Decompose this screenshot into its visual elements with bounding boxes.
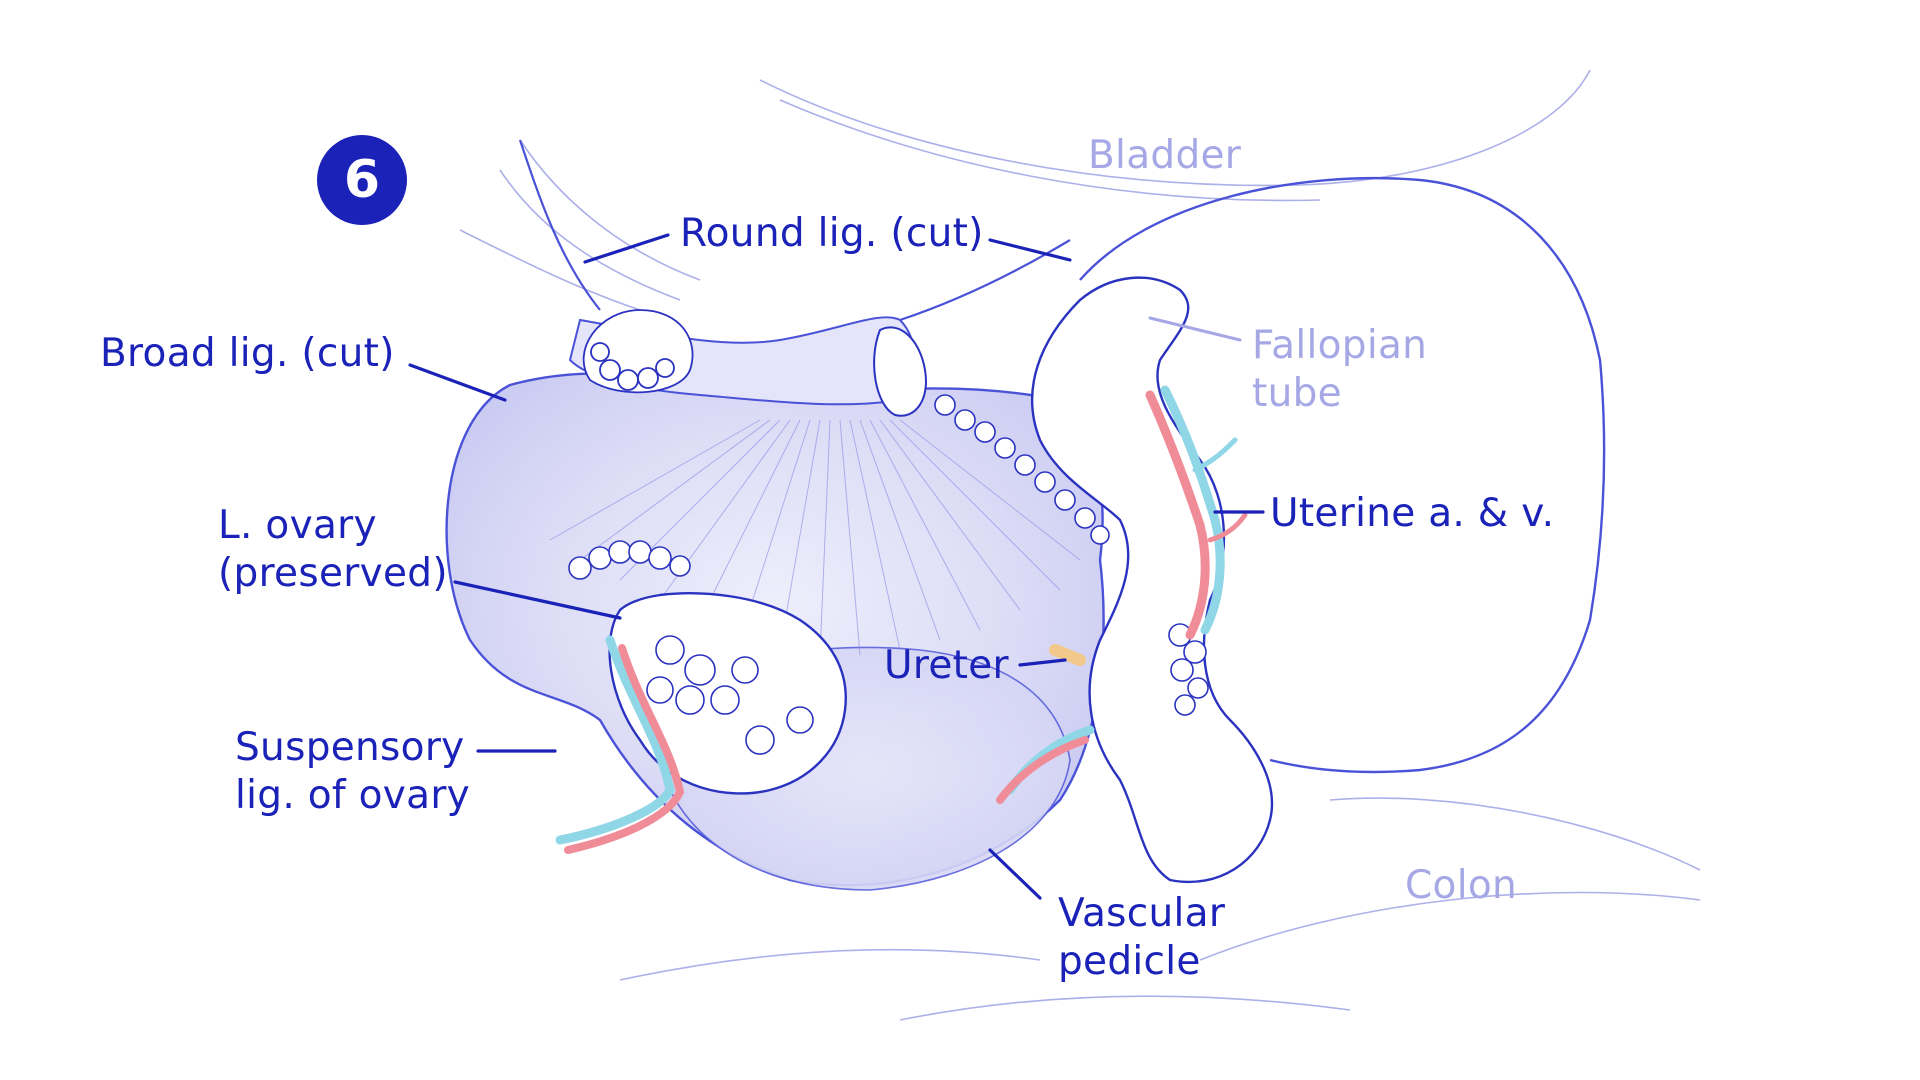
label-round-ligament: Round lig. (cut) <box>680 211 984 256</box>
round-ligament <box>518 139 1071 322</box>
suspensory-vessels <box>555 635 685 854</box>
label-fallopian-line2: tube <box>1252 371 1342 416</box>
ligament-striations <box>549 419 1081 656</box>
label-ureter: Ureter <box>884 643 1009 688</box>
background-folds <box>459 69 1701 1021</box>
ovary-crown <box>568 540 691 580</box>
step-number-badge: 6 <box>317 135 407 225</box>
cut-edge-bumps <box>934 394 1110 545</box>
label-fallopian-line1: Fallopian <box>1252 323 1428 368</box>
label-bladder: Bladder <box>1088 133 1242 178</box>
left-ovary <box>608 592 847 795</box>
label-broad-ligament: Broad lig. (cut) <box>100 331 395 376</box>
uterine-vessels <box>1145 385 1248 640</box>
label-left-ovary-line2: (preserved) <box>218 551 448 596</box>
label-vascular-line2: pedicle <box>1058 939 1201 984</box>
leader-lines <box>408 233 1265 900</box>
cut-stump-left <box>582 309 694 394</box>
label-uterine-vessels: Uterine a. & v. <box>1270 491 1555 536</box>
label-vascular-line1: Vascular <box>1058 891 1226 936</box>
label-left-ovary-line1: L. ovary <box>218 503 377 548</box>
label-suspensory-ligament: Suspensory lig. of ovary <box>235 724 470 820</box>
cut-stump-right <box>873 326 927 417</box>
fimbria <box>1168 623 1209 716</box>
label-suspensory-line1: Suspensory <box>235 725 465 770</box>
label-suspensory-line2: lig. of ovary <box>235 773 471 818</box>
label-colon: Colon <box>1405 863 1518 908</box>
label-left-ovary: L. ovary (preserved) <box>218 502 448 598</box>
label-vascular-pedicle: Vascular pedicle <box>1058 890 1225 986</box>
label-fallopian-tube: Fallopian tube <box>1252 322 1427 418</box>
leader-lines-light <box>1148 316 1242 342</box>
ureter <box>1049 644 1086 666</box>
uterus-bladder-outline <box>1079 177 1606 774</box>
vascular-pedicle-vessels <box>996 725 1095 804</box>
fallopian-tube-body <box>1031 276 1273 884</box>
